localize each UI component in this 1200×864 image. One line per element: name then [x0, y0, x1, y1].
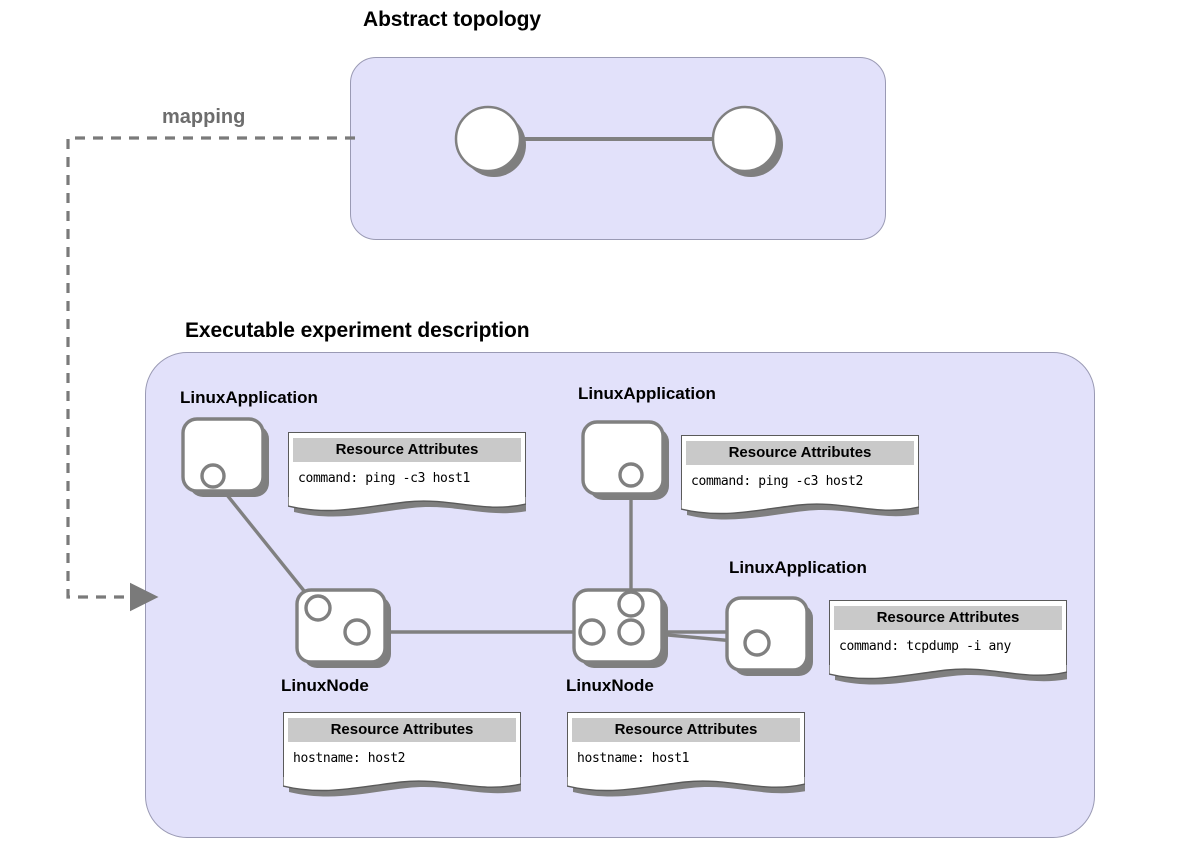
resource-attributes-note-node1: Resource Attributes hostname: host2 — [283, 712, 521, 802]
note-header-label: Resource Attributes — [834, 606, 1062, 631]
executable-experiment-title: Executable experiment description — [185, 319, 530, 342]
resource-attributes-note-node2: Resource Attributes hostname: host1 — [567, 712, 805, 802]
caption-linux-application-1: LinuxApplication — [180, 388, 318, 407]
abstract-topology-title: Abstract topology — [363, 8, 541, 31]
abstract-node-right — [711, 105, 783, 177]
mapping-label: mapping — [162, 106, 246, 128]
linux-node-host1-shape — [572, 588, 668, 668]
abstract-topology-panel — [350, 57, 886, 240]
note-attribute-text: hostname: host1 — [572, 742, 800, 778]
note-attribute-text: hostname: host2 — [288, 742, 516, 778]
note-attribute-text: command: tcpdump -i any — [834, 630, 1062, 666]
resource-attributes-note-app2: Resource Attributes command: ping -c3 ho… — [681, 435, 919, 525]
linux-node-host2-shape — [295, 588, 391, 668]
resource-attributes-note-app1: Resource Attributes command: ping -c3 ho… — [288, 432, 526, 522]
note-header-label: Resource Attributes — [288, 718, 516, 743]
caption-linux-node-2: LinuxNode — [566, 676, 654, 695]
note-header-label: Resource Attributes — [293, 438, 521, 463]
note-torn-edge-icon — [567, 776, 805, 797]
linux-application-tcpdump-shape — [725, 596, 813, 676]
note-header-label: Resource Attributes — [572, 718, 800, 743]
mapping-dashed-connector — [66, 136, 355, 612]
note-torn-edge-icon — [283, 776, 521, 797]
note-attribute-text: command: ping -c3 host1 — [293, 462, 521, 498]
caption-linux-application-3: LinuxApplication — [729, 558, 867, 577]
note-torn-edge-icon — [288, 496, 526, 517]
note-torn-edge-icon — [829, 664, 1067, 685]
linux-application-ping-host1-shape — [181, 417, 269, 497]
abstract-node-left — [454, 105, 526, 177]
note-torn-edge-icon — [681, 499, 919, 520]
caption-linux-application-2: LinuxApplication — [578, 384, 716, 403]
note-header-label: Resource Attributes — [686, 441, 914, 466]
caption-linux-node-1: LinuxNode — [281, 676, 369, 695]
note-attribute-text: command: ping -c3 host2 — [686, 465, 914, 501]
resource-attributes-note-app3: Resource Attributes command: tcpdump -i … — [829, 600, 1067, 690]
linux-application-ping-host2-shape — [581, 420, 669, 500]
